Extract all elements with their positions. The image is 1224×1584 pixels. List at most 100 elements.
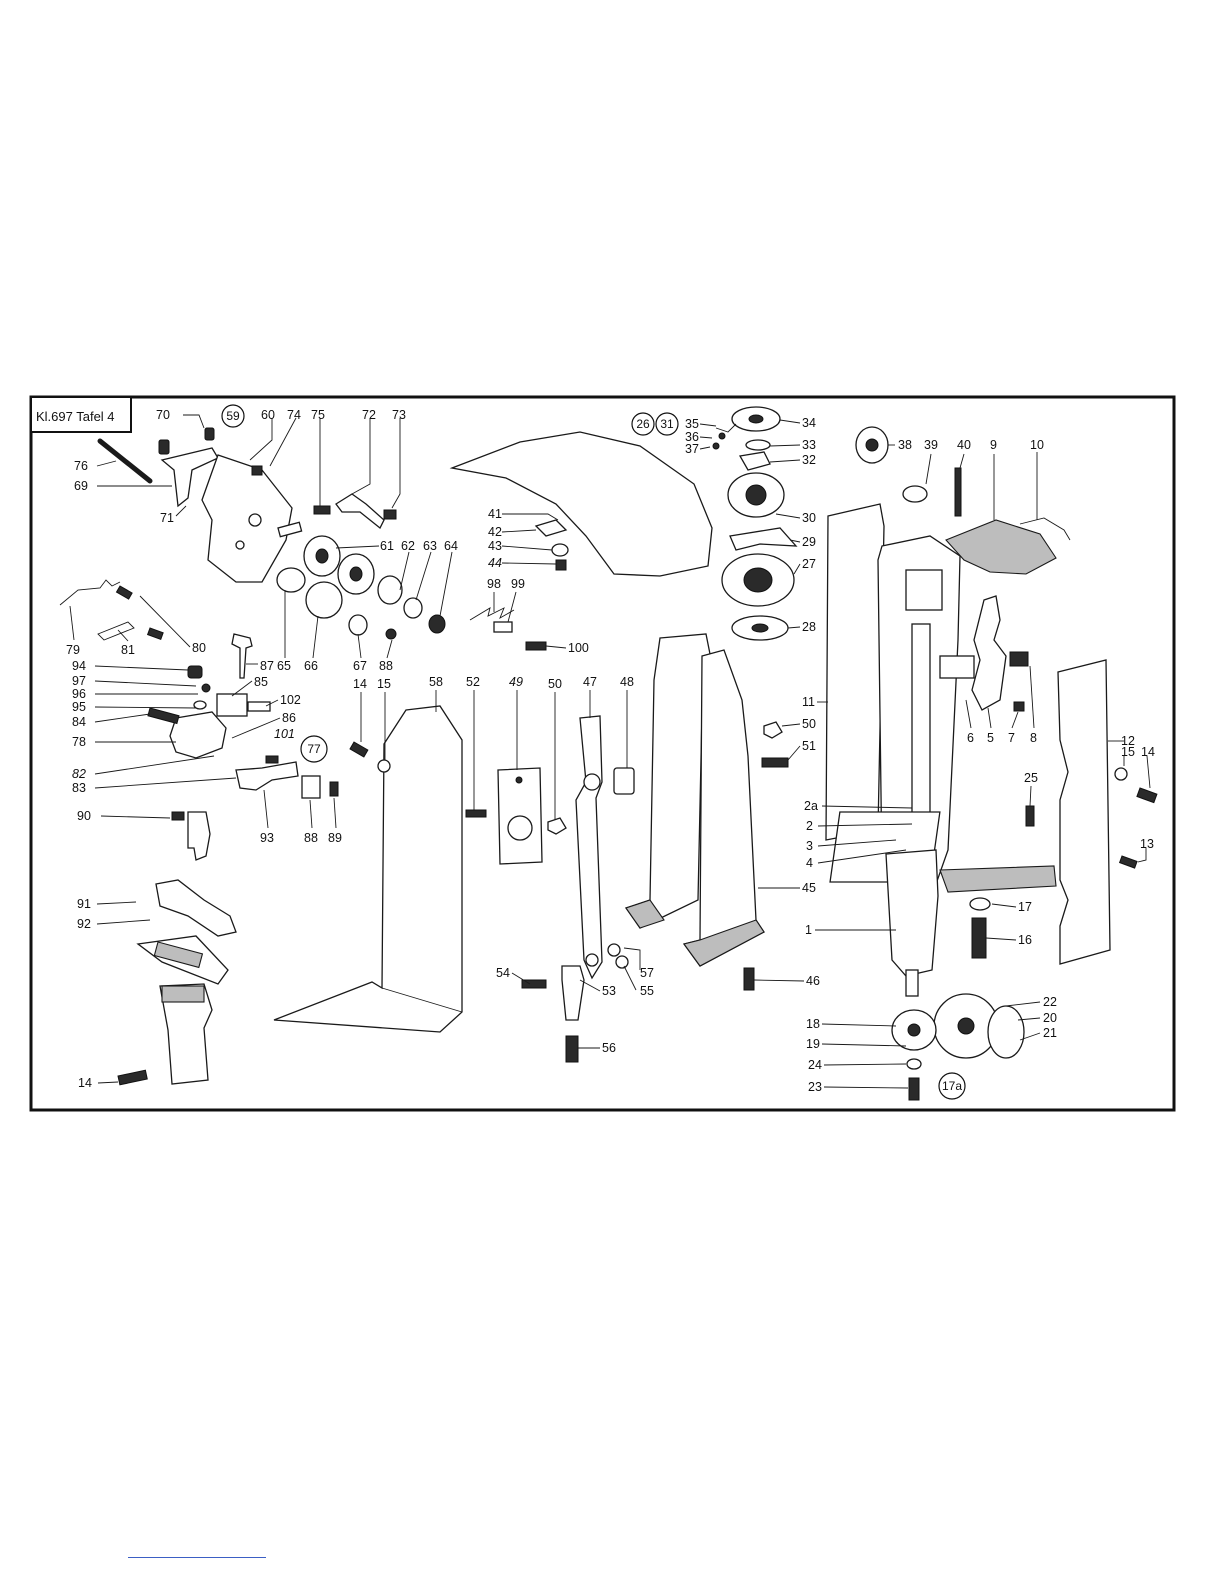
callout-label: 25 bbox=[1024, 771, 1038, 785]
callout-label: 28 bbox=[802, 620, 816, 634]
callout-label: 89 bbox=[328, 831, 342, 845]
callout-label: 79 bbox=[66, 643, 80, 657]
callout-label: 101 bbox=[274, 727, 295, 741]
callout-label: 8 bbox=[1030, 731, 1037, 745]
callout-label: 78 bbox=[72, 735, 86, 749]
screw-40 bbox=[954, 467, 962, 517]
rod-76 bbox=[97, 438, 153, 484]
callout-label: 43 bbox=[488, 539, 502, 553]
bracket-72 bbox=[335, 493, 385, 530]
callout-label: 65 bbox=[277, 659, 291, 673]
plate-60 bbox=[201, 454, 293, 583]
callout-label: 88 bbox=[304, 831, 318, 845]
callout-label: 66 bbox=[304, 659, 318, 673]
callout-label: 56 bbox=[602, 1041, 616, 1055]
shaft-1 bbox=[885, 849, 939, 977]
disc-39 bbox=[902, 485, 928, 503]
callout-label: 38 bbox=[898, 438, 912, 452]
slider-48 bbox=[613, 767, 635, 795]
callout-label: 39 bbox=[924, 438, 938, 452]
callout-label: 94 bbox=[72, 659, 86, 673]
reference-circle-17a: 17a bbox=[938, 1072, 966, 1100]
callout-label: 83 bbox=[72, 781, 86, 795]
title-block: Kl.697 Tafel 4 bbox=[30, 396, 132, 433]
diagram-frame bbox=[29, 395, 1176, 1112]
hook-5 bbox=[971, 595, 1007, 711]
callout-label: 9 bbox=[990, 438, 997, 452]
callout-label: 45 bbox=[802, 881, 816, 895]
reference-circles: 59 77 26 31 17a bbox=[221, 404, 966, 1100]
bracket-58 bbox=[273, 705, 463, 1033]
svg-text:59: 59 bbox=[226, 409, 240, 423]
callout-label: 57 bbox=[640, 966, 654, 980]
callout-label: 13 bbox=[1140, 837, 1154, 851]
callout-label: 22 bbox=[1043, 995, 1057, 1009]
callout-label: 82 bbox=[72, 767, 86, 781]
callout-label: 100 bbox=[568, 641, 589, 655]
callout-label: 55 bbox=[640, 984, 654, 998]
callout-label: 98 bbox=[487, 577, 501, 591]
latch-42 bbox=[534, 519, 568, 537]
callout-label: 27 bbox=[802, 557, 816, 571]
callout-label: 15 bbox=[1121, 745, 1135, 759]
sheet-title: Kl.697 Tafel 4 bbox=[36, 409, 115, 424]
callout-label: 6 bbox=[967, 731, 974, 745]
svg-text:26: 26 bbox=[636, 417, 650, 431]
callout-label: 85 bbox=[254, 675, 268, 689]
callout-label: 7 bbox=[1008, 731, 1015, 745]
housing-78 bbox=[169, 711, 227, 759]
upright-45 bbox=[624, 633, 713, 929]
cap-9 bbox=[945, 519, 1057, 575]
callout-label: 5 bbox=[987, 731, 994, 745]
callout-label: 75 bbox=[311, 408, 325, 422]
callout-label: 14 bbox=[1141, 745, 1155, 759]
callout-label: 34 bbox=[802, 416, 816, 430]
callout-label: 97 bbox=[72, 674, 86, 688]
reference-circle-59: 59 bbox=[221, 404, 245, 428]
svg-text:17a: 17a bbox=[942, 1079, 962, 1093]
stud-53 bbox=[561, 965, 585, 1021]
callout-label: 62 bbox=[401, 539, 415, 553]
callout-label: 42 bbox=[488, 525, 502, 539]
callout-label: 50 bbox=[802, 717, 816, 731]
lever-arm-47 bbox=[575, 715, 603, 980]
cover-41 bbox=[449, 431, 713, 577]
cube-88 bbox=[301, 775, 321, 799]
callout-label: 67 bbox=[353, 659, 367, 673]
reference-circle-31: 31 bbox=[655, 412, 679, 436]
svg-text:31: 31 bbox=[660, 417, 674, 431]
feed-dog-91 bbox=[155, 879, 237, 937]
callout-label: 61 bbox=[380, 539, 394, 553]
callout-label: 14 bbox=[353, 677, 367, 691]
callout-label: 3 bbox=[806, 839, 813, 853]
callout-label: 84 bbox=[72, 715, 86, 729]
callout-label: 17 bbox=[1018, 900, 1032, 914]
bracket-69 bbox=[160, 447, 219, 508]
callout-label: 19 bbox=[806, 1037, 820, 1051]
rail-11 bbox=[825, 503, 885, 841]
callout-label: 10 bbox=[1030, 438, 1044, 452]
callout-label: 51 bbox=[802, 739, 816, 753]
callout-label: 88 bbox=[379, 659, 393, 673]
leader-lines bbox=[69, 414, 1151, 1089]
callout-label: 18 bbox=[806, 1017, 820, 1031]
reference-circle-26: 26 bbox=[631, 412, 655, 436]
callout-label: 96 bbox=[72, 687, 86, 701]
callout-label: 76 bbox=[74, 459, 88, 473]
callout-label: 81 bbox=[121, 643, 135, 657]
callout-label: 40 bbox=[957, 438, 971, 452]
lever-87 bbox=[231, 633, 253, 679]
callout-label: 36 bbox=[685, 430, 699, 444]
callout-label: 32 bbox=[802, 453, 816, 467]
callout-label: 50 bbox=[548, 677, 562, 691]
callout-label: 71 bbox=[160, 511, 174, 525]
callout-label: 90 bbox=[77, 809, 91, 823]
callout-label: 60 bbox=[261, 408, 275, 422]
screw-16 bbox=[971, 917, 987, 959]
presser-foot-90 bbox=[187, 811, 211, 861]
callout-label: 20 bbox=[1043, 1011, 1057, 1025]
plate-12 bbox=[1057, 659, 1111, 965]
callout-label: 92 bbox=[77, 917, 91, 931]
footer-rule bbox=[128, 1557, 266, 1558]
